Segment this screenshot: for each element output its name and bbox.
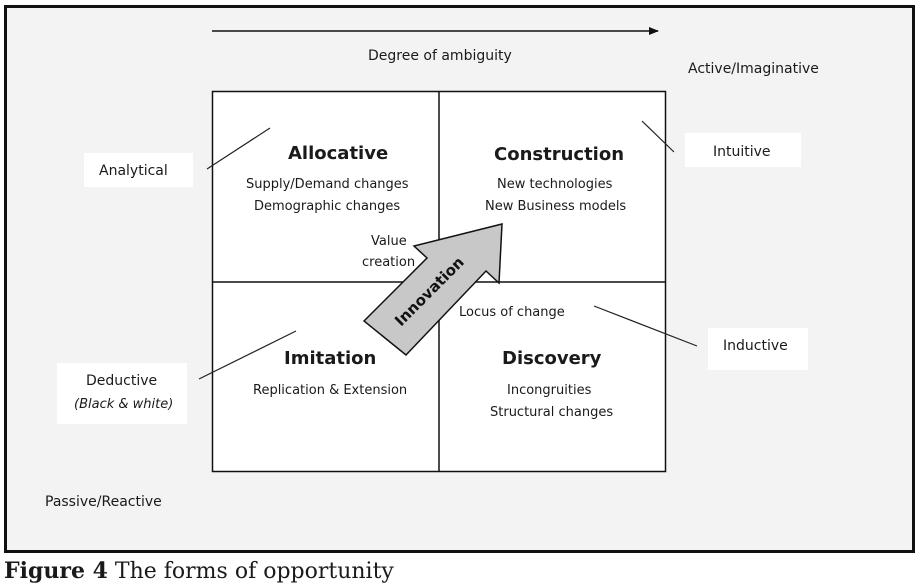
discovery-title: Discovery <box>502 348 602 369</box>
locus-of-change-label: Locus of change <box>459 305 565 320</box>
construction-title: Construction <box>494 144 625 165</box>
imitation-title: Imitation <box>284 348 377 369</box>
construction-line: New technologies <box>497 177 613 192</box>
intuitive-box <box>685 133 801 167</box>
construction-line: New Business models <box>485 199 627 214</box>
discovery-line: Incongruities <box>507 383 592 398</box>
deductive-connector <box>198 330 297 380</box>
value-creation-label: creation <box>362 255 416 270</box>
analytical-label: Analytical <box>99 163 168 179</box>
intuitive-connector <box>641 120 675 153</box>
corner-passive-reactive: Passive/Reactive <box>45 494 162 510</box>
intuitive-label: Intuitive <box>713 144 771 160</box>
analytical-box <box>84 153 193 187</box>
allocative-line: Demographic changes <box>254 199 401 214</box>
analytical-connector <box>206 127 271 170</box>
value-creation-label: Value <box>371 234 407 249</box>
deductive-label: Deductive <box>86 373 158 389</box>
allocative-line: Supply/Demand changes <box>246 177 409 192</box>
figure-title: The forms of opportunity <box>107 559 394 584</box>
figure-caption: Figure 4 The forms of opportunity <box>4 558 394 584</box>
deductive-box <box>57 363 187 424</box>
inductive-label: Inductive <box>723 338 788 354</box>
deductive-sublabel: (Black & white) <box>74 397 174 412</box>
inductive-box <box>708 328 808 370</box>
corner-active-imaginative: Active/Imaginative <box>688 61 819 77</box>
axis-label: Degree of ambiguity <box>368 48 512 64</box>
imitation-line: Replication & Extension <box>253 383 408 398</box>
allocative-title: Allocative <box>288 143 389 164</box>
figure-number: Figure 4 <box>4 558 108 584</box>
inductive-connector <box>593 305 698 347</box>
innovation-arrow <box>362 223 503 357</box>
discovery-line: Structural changes <box>490 405 614 420</box>
